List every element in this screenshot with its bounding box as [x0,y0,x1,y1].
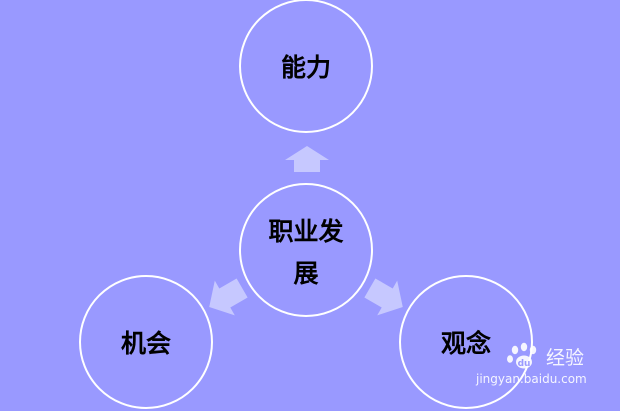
node-right-label: 观念 [441,329,491,358]
node-top-circle [239,0,373,133]
node-top-label: 能力 [281,53,331,82]
node-left-label: 机会 [121,329,171,358]
node-left-circle [79,275,213,409]
watermark: du 经验 jingyan.baidu.com [475,342,587,386]
node-center-circle [239,183,373,317]
node-center-label-line1: 职业发 [268,217,343,246]
node-right-circle [399,275,533,409]
node-center-label-line2: 展 [293,259,318,288]
watermark-brand-text: 经验 [546,347,584,369]
arrow-lower-left [209,278,248,316]
arrow-up [285,146,329,172]
arrow-lower-right [364,278,403,316]
svg-text:du: du [518,359,531,369]
watermark-url-text: jingyan.baidu.com [475,372,587,386]
paw-logo-icon: du [507,342,537,369]
